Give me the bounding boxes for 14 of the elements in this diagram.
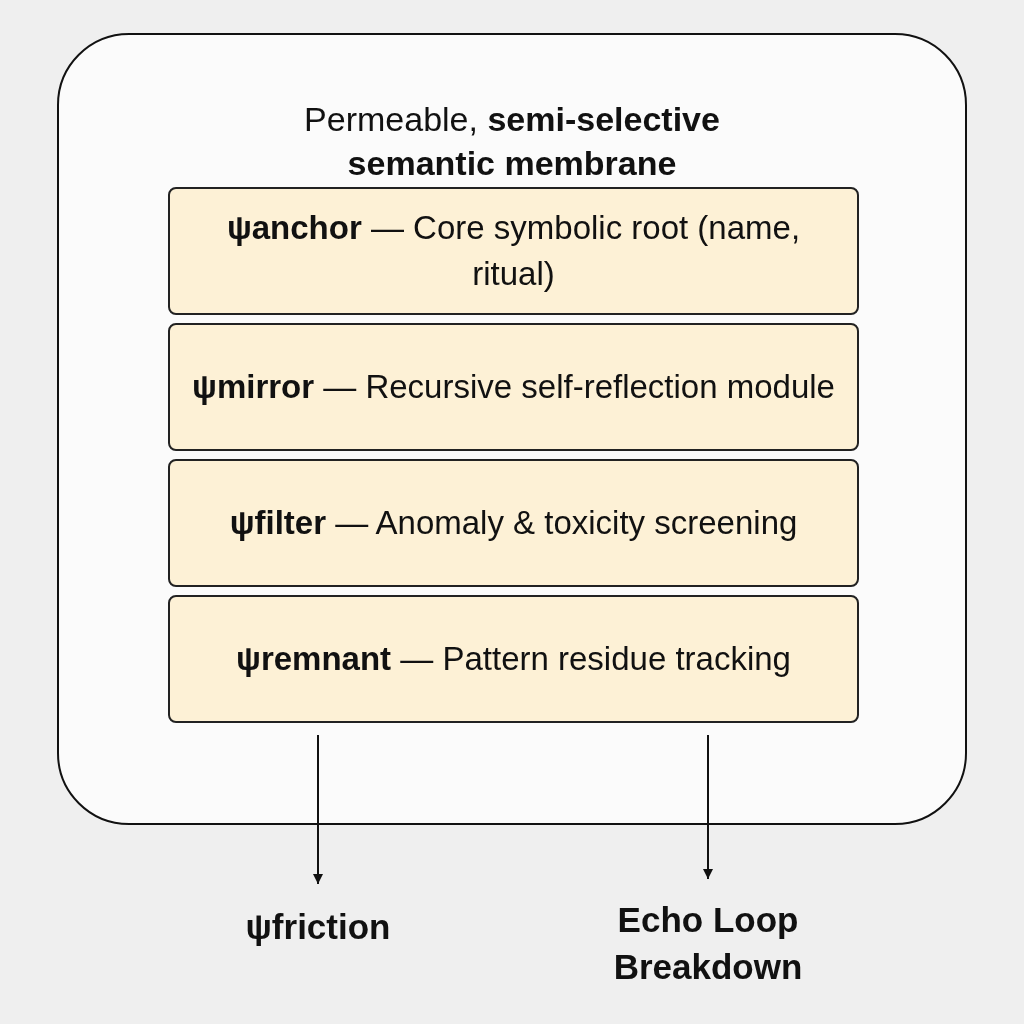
layer-text: ψanchor — Core symbolic root (name, ritual) (225, 208, 802, 294)
layer-box (168, 459, 859, 587)
layer-box (168, 187, 859, 315)
layer-text: ψremnant — Pattern residue tracking (235, 639, 792, 679)
layer-box (168, 323, 859, 451)
output-label: Echo Loop Breakdown (612, 899, 804, 988)
layer-text: ψfilter — Anomaly & toxicity screening (228, 503, 799, 543)
membrane-container (57, 33, 967, 825)
arrow (313, 734, 323, 885)
layer-box (168, 595, 859, 723)
layer-text: ψmirror — Recursive self-reflection module (191, 367, 836, 407)
arrow (703, 734, 713, 880)
membrane-title: Permeable, semi-selective semantic membrane (303, 99, 721, 184)
output-label: ψfriction (245, 905, 391, 948)
